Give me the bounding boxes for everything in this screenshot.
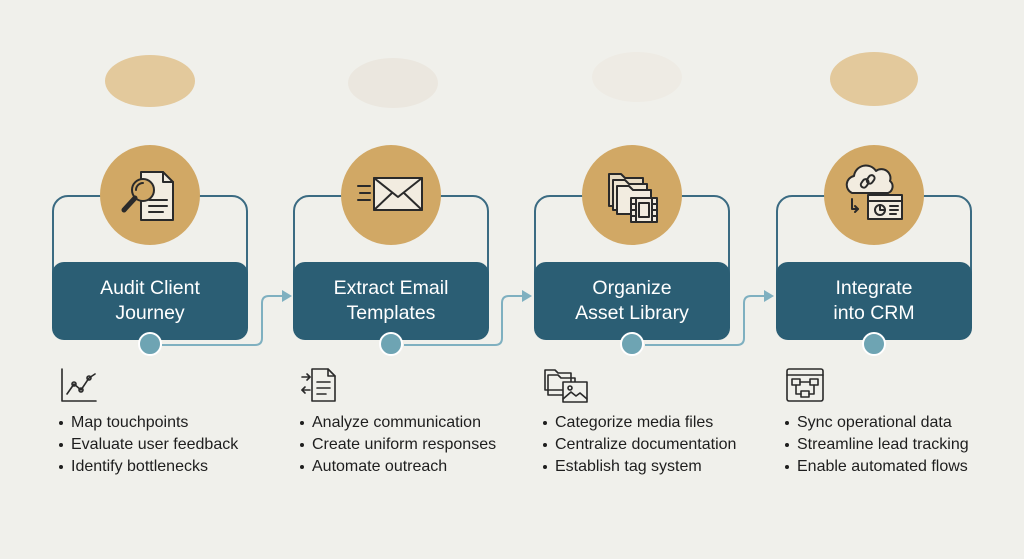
list-item: Sync operational data — [785, 412, 1015, 434]
detail-icon-wrap — [300, 366, 530, 404]
list-item: Centralize documentation — [543, 434, 773, 456]
detail-icon-wrap — [785, 366, 1015, 404]
magnifier-document-icon — [121, 171, 174, 221]
detail-column-1: Map touchpoints Evaluate user feedback I… — [59, 366, 289, 478]
arrowhead-3 — [764, 290, 774, 302]
step-node — [379, 332, 403, 356]
list-item: Evaluate user feedback — [59, 434, 289, 456]
icon-badge — [341, 145, 441, 245]
connector-1-2 — [162, 295, 283, 346]
folder-film-icon — [608, 173, 658, 223]
icon-badge — [824, 145, 924, 245]
detail-icon-wrap — [543, 366, 773, 404]
detail-icon-wrap — [59, 366, 289, 404]
icon-badge — [582, 145, 682, 245]
image-folder-icon — [544, 369, 588, 403]
bullet-list: Categorize media files Centralize docume… — [543, 412, 773, 478]
list-item: Categorize media files — [543, 412, 773, 434]
workflow-panel-icon — [786, 368, 824, 402]
detail-column-2: Analyze communication Create uniform res… — [300, 366, 530, 478]
list-item: Establish tag system — [543, 456, 773, 478]
list-item: Automate outreach — [300, 456, 530, 478]
icon-badge — [100, 145, 200, 245]
list-item: Create uniform responses — [300, 434, 530, 456]
bullet-list: Analyze communication Create uniform res… — [300, 412, 530, 478]
decorative-blob-3 — [592, 52, 682, 102]
decorative-blob-4 — [830, 52, 918, 106]
connector-3-4 — [645, 295, 765, 346]
connector-2-3 — [404, 295, 523, 346]
decorative-blob-2 — [348, 58, 438, 108]
arrowhead-2 — [522, 290, 532, 302]
decorative-blob-1 — [105, 55, 195, 107]
list-item: Enable automated flows — [785, 456, 1015, 478]
list-item: Streamline lead tracking — [785, 434, 1015, 456]
step-node — [620, 332, 644, 356]
envelope-icon — [357, 177, 423, 211]
bullet-list: Sync operational data Streamline lead tr… — [785, 412, 1015, 478]
document-transfer-icon — [301, 368, 336, 402]
detail-column-4: Sync operational data Streamline lead tr… — [785, 366, 1015, 478]
list-item: Identify bottlenecks — [59, 456, 289, 478]
bullet-list: Map touchpoints Evaluate user feedback I… — [59, 412, 289, 478]
list-item: Analyze communication — [300, 412, 530, 434]
step-node — [862, 332, 886, 356]
detail-column-3: Categorize media files Centralize docume… — [543, 366, 773, 478]
cloud-dashboard-icon — [845, 164, 903, 220]
line-chart-icon — [61, 368, 97, 402]
step-node — [138, 332, 162, 356]
list-item: Map touchpoints — [59, 412, 289, 434]
arrowhead-1 — [282, 290, 292, 302]
